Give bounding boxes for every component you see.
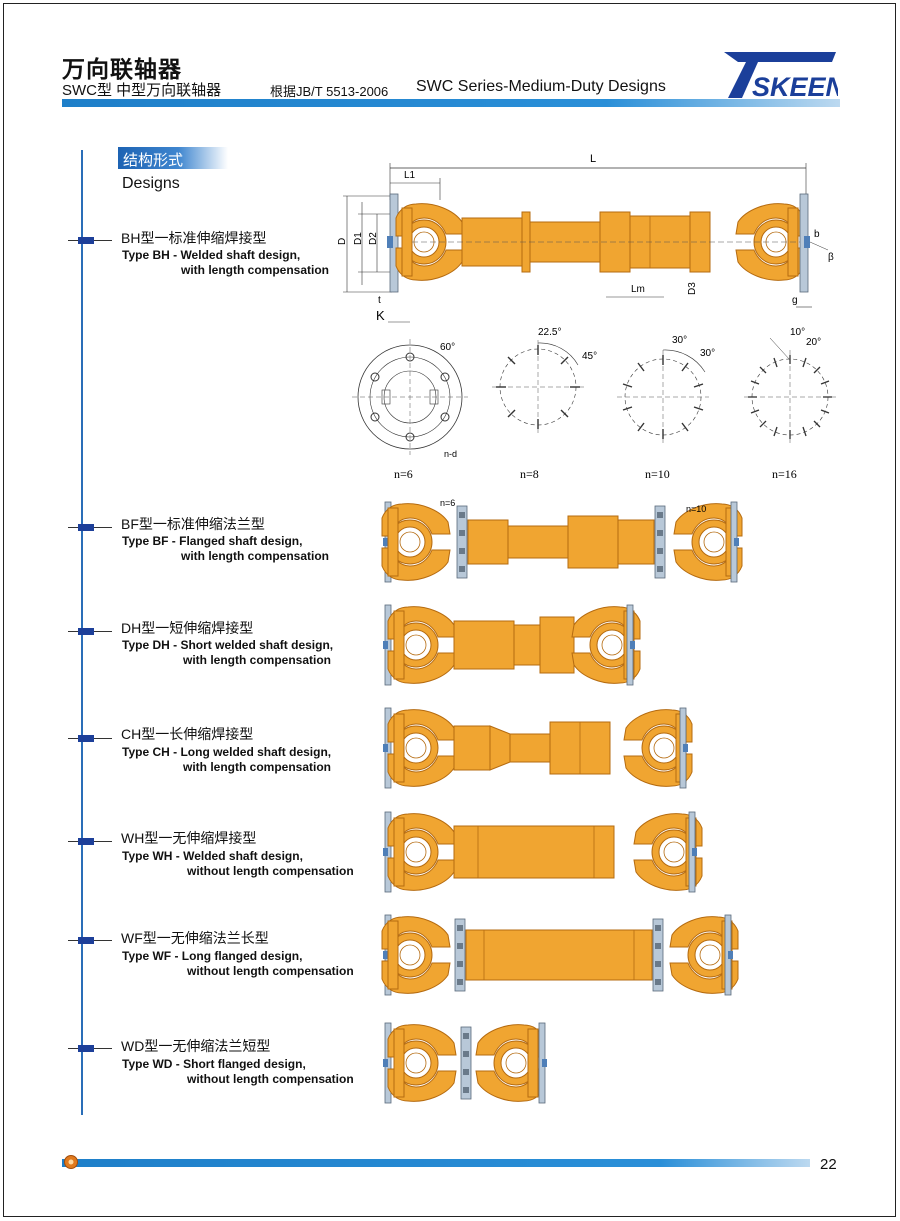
page-number: 22 bbox=[820, 1156, 837, 1173]
type-label-en: without length compensation bbox=[187, 964, 354, 978]
ch-drawing bbox=[382, 707, 693, 789]
angle-label: 10° bbox=[790, 327, 805, 338]
flange-mark: n=6 bbox=[440, 498, 455, 508]
type-label-en: with length compensation bbox=[183, 760, 332, 774]
type-label-en: with length compensation bbox=[181, 549, 330, 563]
dim-L1: L1 bbox=[404, 170, 416, 181]
dim-K: K bbox=[376, 308, 385, 323]
angle-label: 20° bbox=[806, 337, 821, 348]
type-marker bbox=[78, 838, 94, 845]
type-label-cn: BF型一标准伸缩法兰型 bbox=[121, 516, 265, 532]
dim-L: L bbox=[590, 153, 596, 165]
type-marker bbox=[78, 937, 94, 944]
type-label-en: Type BH - Welded shaft design, bbox=[122, 248, 301, 262]
dim-D: D bbox=[337, 238, 348, 245]
dim-D1: D1 bbox=[353, 232, 364, 245]
angle-label: 30° bbox=[700, 348, 715, 359]
angle-label: 60° bbox=[440, 342, 455, 353]
gear-icon bbox=[64, 1155, 78, 1169]
type-marker bbox=[78, 628, 94, 635]
dim-beta: β bbox=[828, 252, 834, 263]
dim-g: g bbox=[792, 295, 798, 306]
section-banner bbox=[118, 147, 228, 169]
dim-Lm: Lm bbox=[631, 284, 645, 295]
pattern-label: n=8 bbox=[520, 467, 539, 481]
pattern-label: n=16 bbox=[772, 467, 797, 481]
bf-drawing: n=6 n=10 bbox=[381, 498, 743, 583]
wf-drawing bbox=[381, 914, 739, 996]
wd-drawing bbox=[382, 1022, 548, 1104]
type-label-en: Type WH - Welded shaft design, bbox=[122, 849, 303, 863]
pattern-label: n=6 bbox=[394, 467, 413, 481]
type-label-cn: WD型一无伸缩法兰短型 bbox=[121, 1038, 271, 1054]
hole-note: n-d bbox=[444, 449, 457, 459]
page-frame bbox=[3, 3, 896, 1217]
type-marker bbox=[78, 1045, 94, 1052]
type-label-en: Type CH - Long welded shaft design, bbox=[122, 745, 332, 759]
dim-t: t bbox=[378, 295, 381, 306]
logo-text: SKEEN bbox=[752, 72, 838, 100]
flange-pattern-n8: 22.5° 45° n=8 bbox=[492, 327, 597, 481]
type-label-cn: WF型一无伸缩法兰长型 bbox=[121, 930, 269, 946]
type-label-en: without length compensation bbox=[187, 1072, 354, 1086]
type-label-en: with length compensation bbox=[181, 263, 330, 277]
type-label-cn: CH型一长伸缩焊接型 bbox=[121, 726, 254, 742]
dim-D3: D3 bbox=[687, 282, 698, 295]
header-bar bbox=[62, 99, 840, 107]
type-label-cn: WH型一无伸缩焊接型 bbox=[121, 830, 257, 846]
type-label-en: Type WD - Short flanged design, bbox=[122, 1057, 306, 1071]
dim-b: b bbox=[814, 229, 820, 240]
angle-label: 22.5° bbox=[538, 327, 561, 338]
wh-drawing bbox=[382, 811, 703, 893]
type-marker bbox=[78, 524, 94, 531]
flange-mark: n=10 bbox=[686, 504, 706, 514]
type-marker bbox=[78, 735, 94, 742]
flange-pattern-n6: 60° n-d n=6 bbox=[352, 339, 468, 481]
type-marker bbox=[78, 237, 94, 244]
flange-pattern-n10: 30° 30° n=10 bbox=[617, 335, 715, 481]
angle-label: 45° bbox=[582, 351, 597, 362]
page-subtitle: SWC型 中型万向联轴器 bbox=[62, 82, 222, 99]
dh-drawing bbox=[382, 604, 641, 686]
type-label-en: Type DH - Short welded shaft design, bbox=[122, 638, 334, 652]
skeen-logo: SKEEN bbox=[724, 52, 838, 100]
type-label-en: with length compensation bbox=[183, 653, 332, 667]
standard-reference: 根据JB/T 5513-2006 bbox=[270, 84, 389, 99]
type-label-en: Type BF - Flanged shaft design, bbox=[122, 534, 303, 548]
section-title-cn: 结构形式 bbox=[123, 152, 184, 169]
page-title: 万向联轴器 bbox=[62, 56, 182, 82]
angle-label: 30° bbox=[672, 335, 687, 346]
flange-pattern-n16: 10° 20° n=16 bbox=[744, 327, 836, 481]
pattern-label: n=10 bbox=[645, 467, 670, 481]
type-label-en: Type WF - Long flanged design, bbox=[122, 949, 303, 963]
bh-drawing: L L1 D D1 D2 Lm D3 b bbox=[337, 153, 834, 323]
type-label-cn: BH型一标准伸缩焊接型 bbox=[121, 230, 267, 246]
dim-D2: D2 bbox=[368, 232, 379, 245]
type-label-en: without length compensation bbox=[187, 864, 354, 878]
page-title-en: SWC Series-Medium-Duty Designs bbox=[416, 78, 666, 95]
footer-bar bbox=[62, 1159, 810, 1167]
type-label-cn: DH型一短伸缩焊接型 bbox=[121, 620, 254, 636]
section-title-en: Designs bbox=[122, 175, 180, 192]
